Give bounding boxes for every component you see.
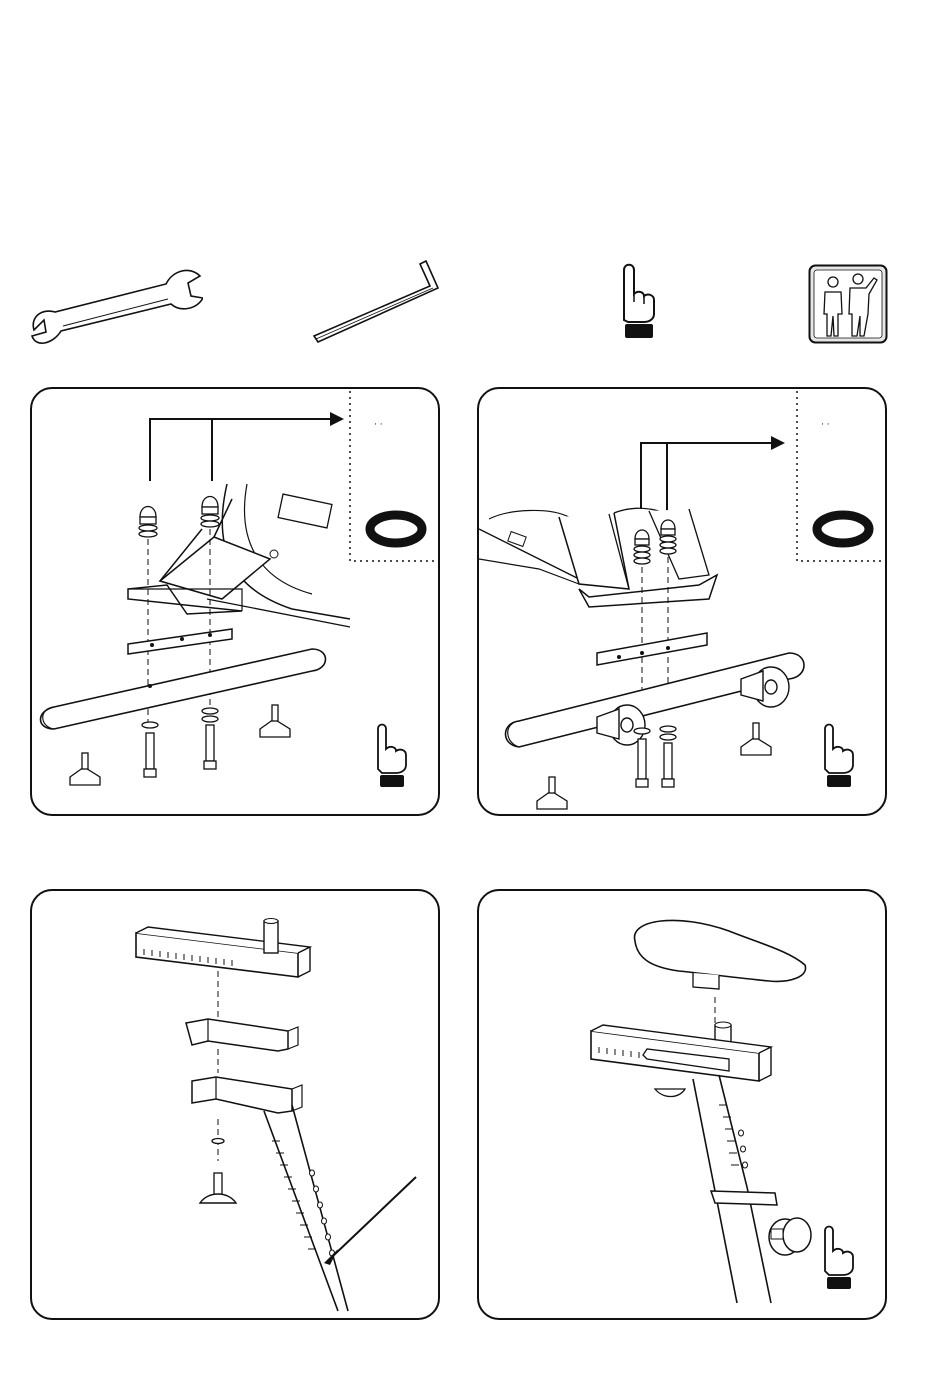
detail-label-mark: · · xyxy=(821,420,830,430)
pointing-hand-icon xyxy=(608,262,660,342)
step-2-rear-stabilizer: · · xyxy=(477,387,887,816)
hex-key-icon xyxy=(310,258,450,348)
step-1-hand-icon xyxy=(378,725,406,788)
detail-label-mark: · · xyxy=(374,420,383,430)
step-3-seat-slider xyxy=(30,889,440,1320)
step-2-hand-icon xyxy=(825,725,853,788)
wrench-icon xyxy=(28,262,203,357)
washer-detail xyxy=(817,515,869,543)
step-4-seat-mount xyxy=(477,889,887,1320)
washer-detail xyxy=(370,515,422,543)
two-person-assembly-icon xyxy=(808,264,888,344)
step-4-hand-icon xyxy=(825,1227,853,1290)
step-1-front-stabilizer: · · xyxy=(30,387,440,816)
